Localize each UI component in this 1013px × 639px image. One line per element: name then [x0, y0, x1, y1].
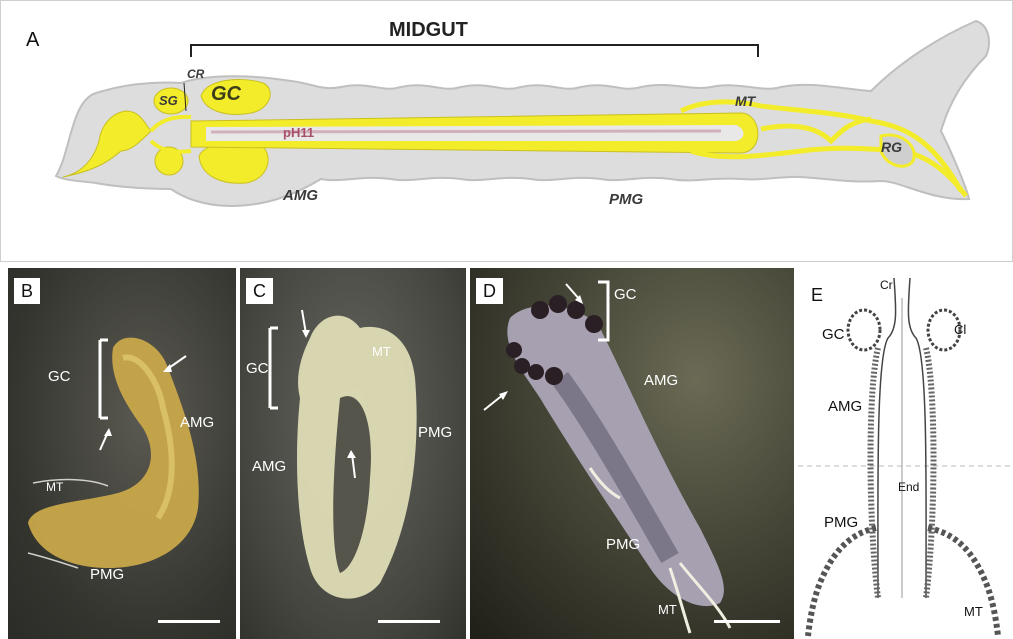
label-mt-b: MT: [46, 480, 63, 494]
label-pmg-b: PMG: [90, 566, 124, 583]
label-amg-a: AMG: [283, 187, 318, 204]
label-gc-e: GC: [822, 326, 845, 343]
specimen-c: [240, 268, 466, 639]
label-cr: CR: [187, 67, 204, 81]
panel-b: B GC AMG MT PMG: [8, 268, 236, 639]
label-gc: GC: [211, 83, 241, 106]
panel-e: E Cr GC Cl AMG End PMG MT: [798, 268, 1013, 639]
panel-d-tag: D: [476, 278, 503, 304]
label-gc-c: GC: [246, 360, 269, 377]
label-end-e: End: [898, 480, 919, 494]
label-pmg-a: PMG: [609, 191, 643, 208]
label-mt-a: MT: [735, 93, 755, 109]
label-cr-e: Cr: [880, 278, 893, 292]
midgut-histology-drawing: [798, 268, 1013, 639]
label-pmg-d: PMG: [606, 536, 640, 553]
label-pmg-c: PMG: [418, 424, 452, 441]
midgut-title: MIDGUT: [389, 19, 468, 42]
label-amg-d: AMG: [644, 372, 678, 389]
panel-a: A MIDGUT SG GC CR pH11 MT RG AMG PMG: [0, 0, 1013, 262]
panel-e-tag: E: [804, 282, 830, 308]
label-gc-d: GC: [614, 286, 637, 303]
label-ph: pH11: [283, 125, 314, 140]
label-mt-d: MT: [658, 602, 677, 617]
label-mt-e: MT: [964, 604, 983, 619]
midgut-schematic: [1, 1, 1013, 262]
label-amg-e: AMG: [828, 398, 862, 415]
panel-a-tag: A: [19, 27, 46, 53]
label-amg-c: AMG: [252, 458, 286, 475]
specimen-d: [470, 268, 794, 639]
panel-c-tag: C: [246, 278, 273, 304]
label-gc-b: GC: [48, 368, 71, 385]
panel-d: D GC AMG PMG MT: [470, 268, 794, 639]
label-cl-e: Cl: [954, 322, 966, 337]
scale-bar-b: [158, 620, 220, 623]
panel-b-tag: B: [14, 278, 40, 304]
label-mt-c: MT: [372, 344, 391, 359]
scale-bar-c: [378, 620, 440, 623]
scale-bar-d: [714, 620, 780, 623]
label-rg: RG: [881, 139, 902, 155]
specimen-b: [8, 268, 236, 639]
label-amg-b: AMG: [180, 414, 214, 431]
panel-c: C GC MT PMG AMG: [240, 268, 466, 639]
label-sg: SG: [159, 93, 178, 108]
label-pmg-e: PMG: [824, 514, 858, 531]
